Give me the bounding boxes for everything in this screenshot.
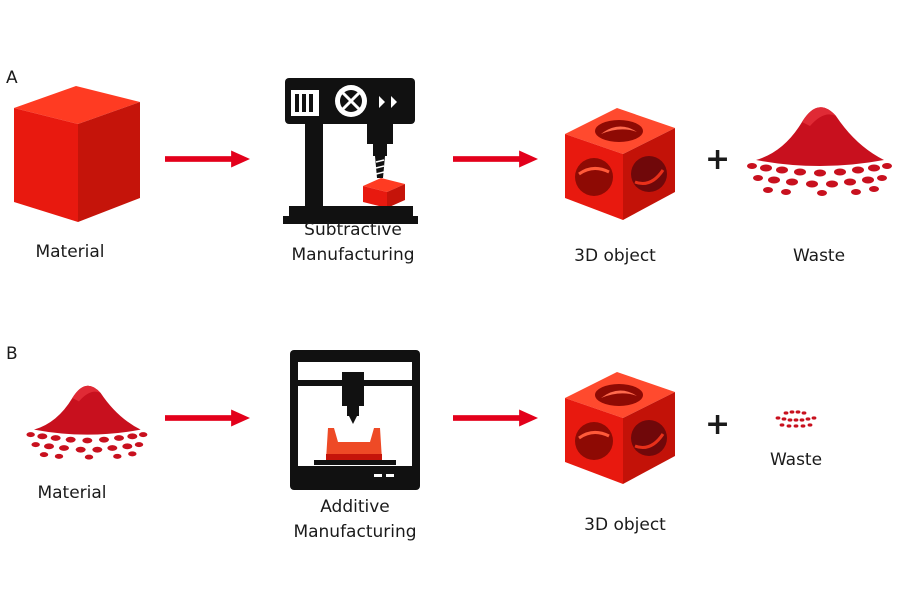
hollow-cube-icon [555, 94, 685, 224]
powder-pile-icon [744, 96, 894, 196]
waste-label-a: Waste [792, 246, 846, 266]
object-label-a: 3D object [574, 246, 656, 266]
process-label-b-line1: Additive [320, 497, 390, 517]
process-label-a-line1: Subtractive [304, 220, 402, 240]
3d-printer-icon [290, 350, 420, 490]
milling-machine-icon [283, 74, 418, 224]
material-label-a: Material [35, 242, 105, 262]
plus-icon: + [705, 407, 731, 442]
panel-letter-a: A [6, 68, 18, 88]
red-cube-icon [8, 86, 143, 226]
process-label-a-line2: Manufacturing [291, 244, 415, 265]
arrow-icon [165, 149, 250, 169]
process-label-b: Additive Manufacturing [285, 495, 425, 544]
panel-letter-b: B [6, 344, 18, 364]
waste-label-b: Waste [769, 450, 823, 470]
material-label-b: Material [37, 483, 107, 503]
arrow-icon [453, 408, 538, 428]
row-b-additive: B Material Additive Manufacturing 3D [0, 300, 900, 600]
row-a-subtractive: A Material [6, 68, 900, 267]
powder-pile-icon [24, 376, 149, 460]
arrow-icon [165, 408, 250, 428]
plus-icon: + [705, 142, 731, 177]
process-label-a: Subtractive Manufacturing [288, 218, 418, 267]
small-scatter-icon [772, 408, 820, 430]
object-label-b: 3D object [584, 515, 666, 535]
hollow-cube-icon [555, 358, 685, 488]
arrow-icon [453, 149, 538, 169]
process-label-b-line2: Manufacturing [293, 521, 417, 542]
